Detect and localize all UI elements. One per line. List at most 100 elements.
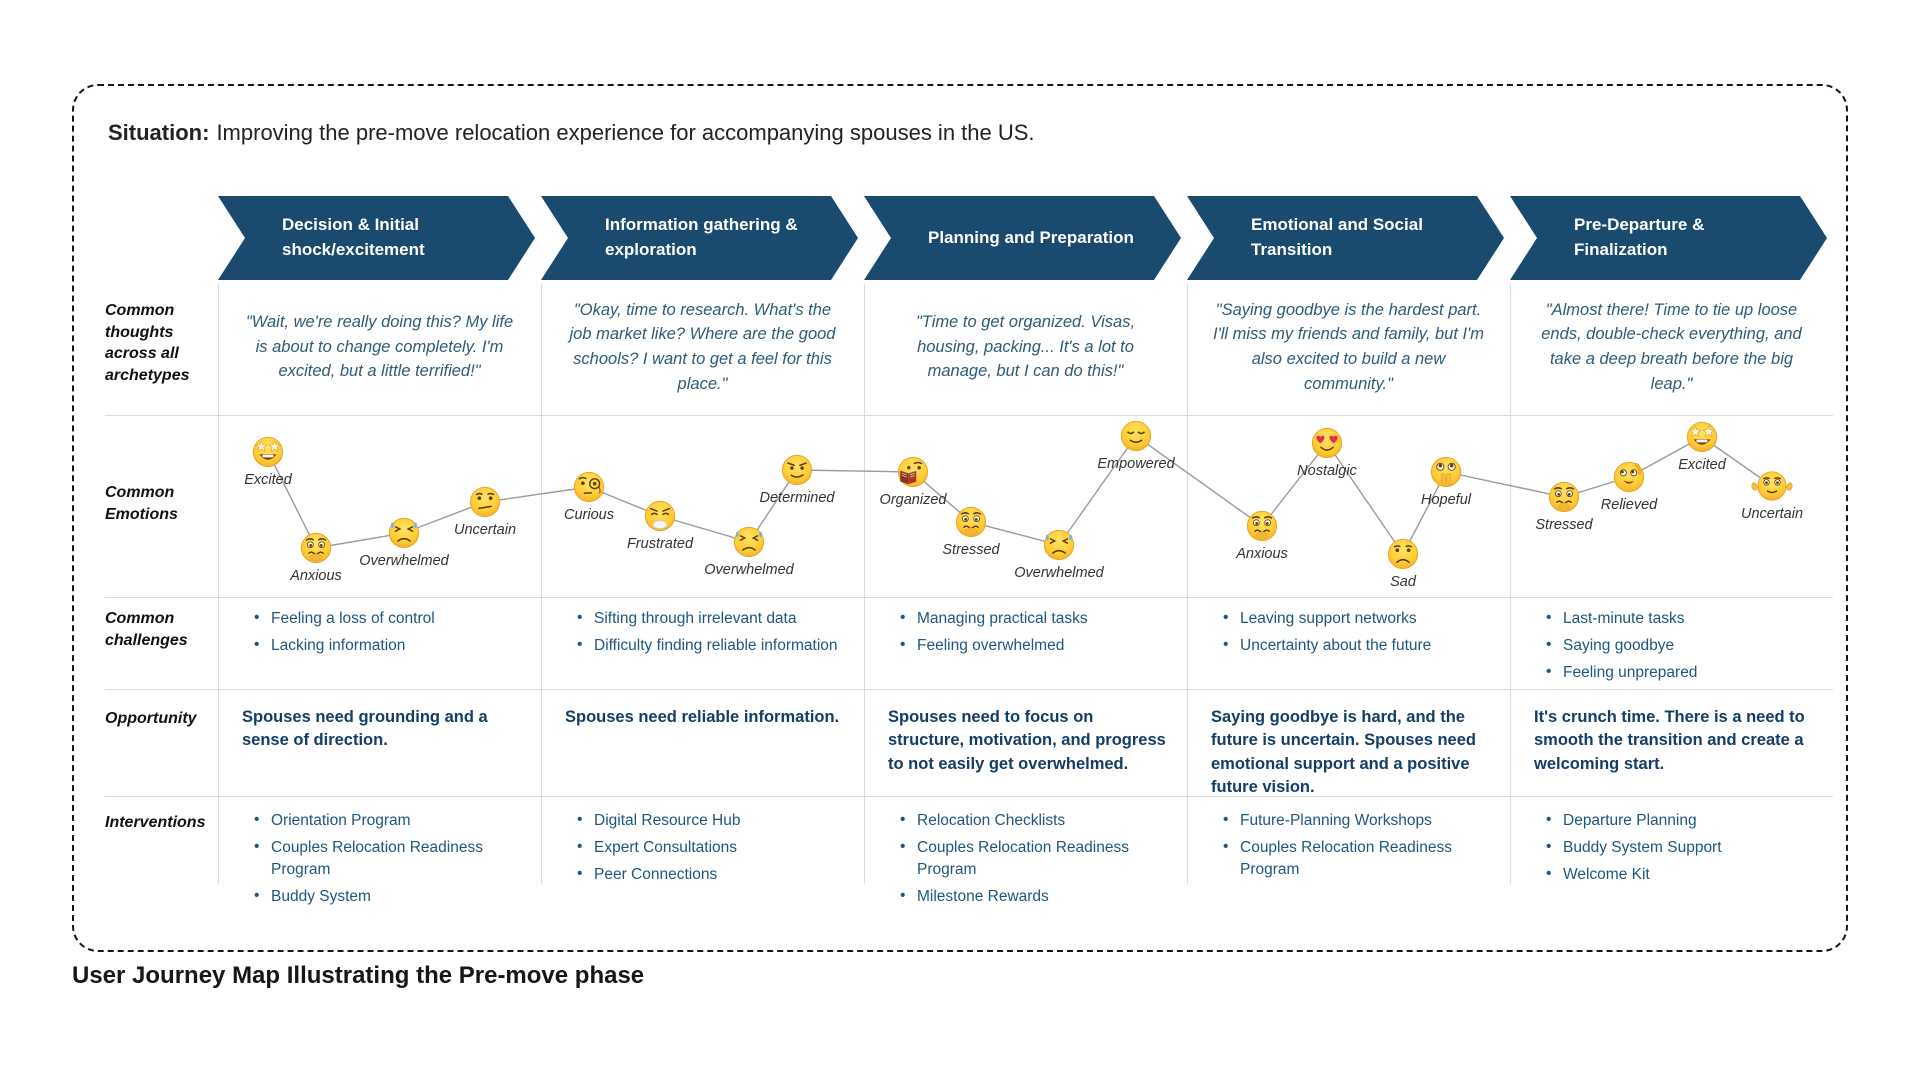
overwhelmed-emoji-icon (1042, 528, 1076, 567)
sad-emoji-icon (1386, 537, 1420, 576)
challenge-item: Leaving support networks (1223, 607, 1493, 630)
phase-thought-quote: "Time to get organized. Visas, housing, … (915, 312, 1136, 381)
emotion-label: Stressed (1535, 517, 1593, 533)
intervention-item: Welcome Kit (1546, 863, 1800, 886)
intervention-item: Departure Planning (1546, 809, 1800, 832)
intervention-item: Orientation Program (254, 809, 508, 832)
overwhelmed-emoji-icon (732, 525, 766, 564)
uncertain-emoji-icon (468, 485, 502, 524)
intervention-item: Peer Connections (577, 863, 831, 886)
phase-opportunity-text: Spouses need to focus on structure, moti… (888, 708, 1166, 773)
intervention-item: Couples Relocation Readiness Program (254, 836, 508, 881)
frustrated-emoji-icon (643, 499, 677, 538)
phase-challenges-list: Leaving support networksUncertainty abou… (1223, 607, 1493, 662)
nostalgic-emoji-icon (1310, 426, 1344, 465)
challenge-item: Feeling unprepared (1546, 661, 1816, 684)
phase-title: Information gathering & exploration (605, 215, 798, 259)
overwhelmed-emoji-icon (387, 516, 421, 555)
emotion-label: Overwhelmed (359, 553, 449, 569)
challenge-item: Lacking information (254, 634, 524, 657)
phase-thought-quote: "Almost there! Time to tie up loose ends… (1541, 300, 1802, 393)
situation-line: Situation:Improving the pre-move relocat… (108, 120, 1035, 146)
phase-interventions-list: Relocation ChecklistsCouples Relocation … (900, 809, 1170, 913)
phase-challenges-list: Feeling a loss of controlLacking informa… (254, 607, 524, 662)
relieved-emoji-icon (1612, 460, 1646, 499)
emotion-label: Uncertain (453, 522, 517, 538)
organized-emoji-icon (896, 455, 930, 494)
challenge-item: Uncertainty about the future (1223, 634, 1493, 657)
anxious-emoji-icon (1245, 509, 1279, 548)
grid-vline (541, 284, 542, 884)
emotion-label: Stressed (942, 542, 1000, 558)
phase-arrow: Decision & Initial shock/excitement (218, 196, 535, 280)
emotion-connector-lines (267, 435, 1773, 556)
emotion-label: Uncertain (1740, 506, 1804, 522)
phase-challenges-list: Managing practical tasksFeeling overwhel… (900, 607, 1170, 662)
phase-title: Planning and Preparation (928, 227, 1134, 247)
phase-arrow: Information gathering & exploration (541, 196, 858, 280)
emotion-label: Curious (564, 507, 614, 523)
emotion-label: Relieved (1600, 497, 1658, 513)
intervention-item: Expert Consultations (577, 836, 831, 859)
row-label-interventions: Interventions (105, 814, 206, 831)
phase-title: Pre-Departure & Finalization (1574, 215, 1705, 259)
row-label-common-challenges: Common challenges (105, 610, 188, 649)
hopeful-emoji-icon (1429, 455, 1463, 494)
anxious-emoji-icon (299, 531, 333, 570)
grid-vline (1510, 284, 1511, 884)
phase-title: Emotional and Social Transition (1251, 215, 1423, 259)
row-label-opportunity: Opportunity (105, 710, 197, 727)
grid-hline (105, 796, 1833, 797)
intervention-item: Relocation Checklists (900, 809, 1154, 832)
challenge-item: Last-minute tasks (1546, 607, 1816, 630)
challenge-item: Difficulty finding reliable information (577, 634, 847, 657)
intervention-item: Future-Planning Workshops (1223, 809, 1477, 832)
emotion-label: Organized (879, 492, 947, 508)
map-caption: User Journey Map Illustrating the Pre-mo… (72, 962, 645, 989)
emotion-label: Empowered (1097, 456, 1175, 472)
phase-interventions-list: Future-Planning WorkshopsCouples Relocat… (1223, 809, 1493, 886)
phase-arrow: Pre-Departure & Finalization (1510, 196, 1827, 280)
phase-thought-quote: "Okay, time to research. What's the job … (569, 300, 836, 393)
intervention-item: Couples Relocation Readiness Program (900, 836, 1154, 881)
challenge-item: Managing practical tasks (900, 607, 1170, 630)
anxious-emoji-icon (1547, 480, 1581, 519)
row-label-common-emotions: Common Emotions (105, 484, 178, 523)
shrug-emoji-icon (1751, 469, 1793, 508)
phase-thought-quote: "Saying goodbye is the hardest part. I'l… (1213, 300, 1484, 393)
grid-hline (105, 597, 1833, 598)
starstruck-emoji-icon (1685, 420, 1719, 459)
phase-opportunity-text: Spouses need grounding and a sense of di… (242, 708, 488, 750)
grid-vline (1187, 284, 1188, 884)
challenge-item: Feeling a loss of control (254, 607, 524, 630)
challenge-item: Sifting through irrelevant data (577, 607, 847, 630)
phase-title: Decision & Initial shock/excitement (282, 215, 425, 259)
grid-hline (105, 415, 1833, 416)
intervention-item: Buddy System Support (1546, 836, 1800, 859)
phase-opportunity-text: Spouses need reliable information. (565, 708, 840, 726)
emotion-label: Anxious (290, 568, 342, 584)
phase-interventions-list: Departure PlanningBuddy System SupportWe… (1546, 809, 1816, 891)
intervention-item: Digital Resource Hub (577, 809, 831, 832)
phase-arrow: Emotional and Social Transition (1187, 196, 1504, 280)
phase-opportunity-text: It's crunch time. There is a need to smo… (1534, 708, 1805, 773)
emotion-label: Sad (1390, 574, 1416, 590)
phase-interventions-list: Orientation ProgramCouples Relocation Re… (254, 809, 524, 913)
empowered-emoji-icon (1119, 419, 1153, 458)
phase-challenges-list: Sifting through irrelevant dataDifficult… (577, 607, 847, 662)
grid-hline (105, 689, 1833, 690)
emotion-label: Nostalgic (1297, 463, 1357, 479)
curious-emoji-icon (572, 470, 606, 509)
emotion-label: Overwhelmed (704, 562, 794, 578)
emotion-label: Anxious (1236, 546, 1288, 562)
situation-text: Improving the pre-move relocation experi… (216, 120, 1035, 145)
challenge-item: Feeling overwhelmed (900, 634, 1170, 657)
emotion-label: Overwhelmed (1014, 565, 1104, 581)
emotion-label: Frustrated (626, 536, 694, 552)
grid-vline (864, 284, 865, 884)
intervention-item: Milestone Rewards (900, 885, 1154, 908)
emotion-label: Determined (759, 490, 835, 506)
emotion-label: Hopeful (1421, 492, 1471, 508)
intervention-item: Couples Relocation Readiness Program (1223, 836, 1477, 881)
